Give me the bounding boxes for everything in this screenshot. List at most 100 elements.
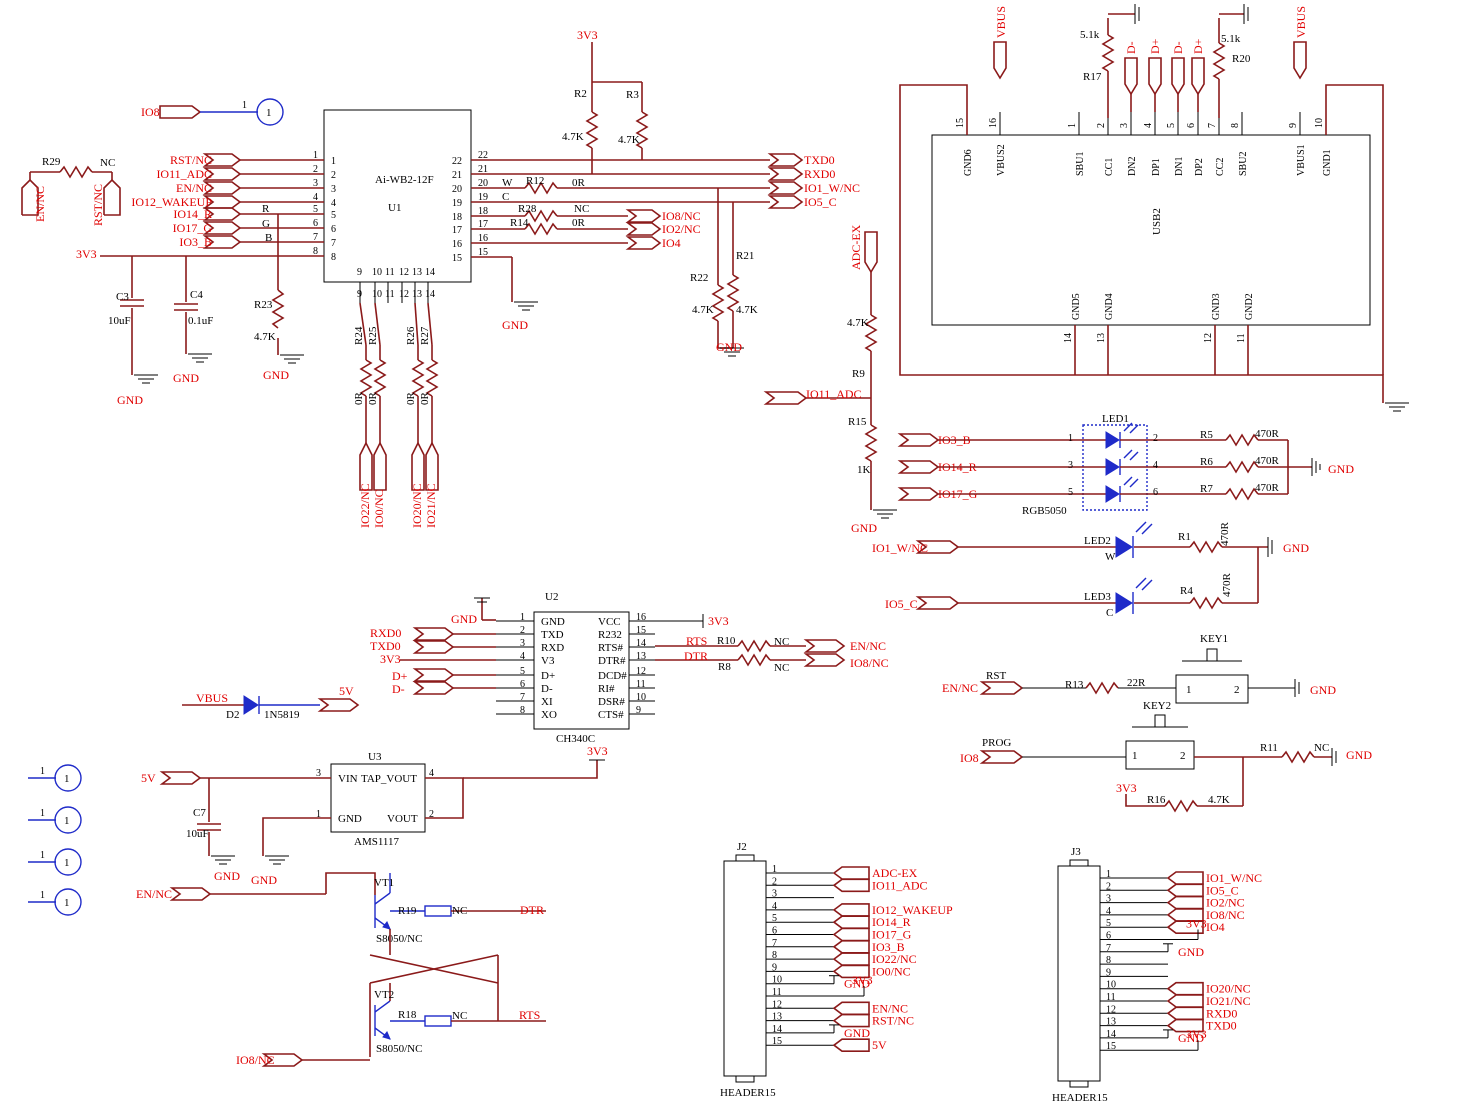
usb-pin-name: CC1 <box>1104 158 1115 176</box>
u2-pin-name: VCC <box>598 616 621 628</box>
u2-pin-num: 5 <box>520 666 525 677</box>
r14-val: 0R <box>572 217 586 229</box>
j2-ref: J2 <box>737 841 747 853</box>
header-3v3: 3V3 <box>1186 1027 1207 1041</box>
header-pin-num: 15 <box>1106 1041 1116 1052</box>
net-tag <box>202 221 242 235</box>
u1-right-net-name: IO8/NC <box>662 209 701 223</box>
vt2-ref: VT2 <box>374 989 394 1001</box>
r23-val: 4.7K <box>254 331 276 343</box>
led-res-ref: R5 <box>1200 429 1213 441</box>
u3-p3: 3 <box>316 768 321 779</box>
net-tag <box>832 927 870 942</box>
net-tag <box>1148 57 1162 96</box>
usb-data-net: D- <box>1124 41 1138 54</box>
u2-rts-label: RTS <box>686 634 707 648</box>
j2-header: J2 HEADER15 <box>720 841 776 1099</box>
header-pin-num: 3 <box>1106 894 1111 905</box>
resistor-ref: R25 <box>367 326 379 345</box>
led2-io1-label: IO1_W/NC <box>872 541 928 555</box>
u1-pin-inner: 22 <box>452 156 462 167</box>
r20-val: 5.1k <box>1221 33 1241 45</box>
r8-nc: NC <box>774 662 789 674</box>
u1-pin-num: 11 <box>385 289 395 300</box>
usb-pin-num: 10 <box>1314 118 1325 128</box>
r28-ref: R28 <box>518 203 537 215</box>
header-pin-num: 5 <box>772 913 777 924</box>
net-tag <box>1124 57 1138 96</box>
resistor-ref: R27 <box>419 326 431 345</box>
r14-ref: R14 <box>510 217 529 229</box>
u2-dm-label: D- <box>392 682 405 696</box>
header-pin-num: 5 <box>1106 918 1111 929</box>
u1-bottom-resistors: R240RIO22/NCR250RIO0/NCR260RIO20/NCR270R… <box>353 302 439 528</box>
net-tag <box>625 222 662 236</box>
resistor-val: 0R <box>353 392 365 406</box>
header-net: IO3_B <box>872 940 905 954</box>
u2-dtr-label: DTR <box>684 649 708 663</box>
header-net: IO8/NC <box>1206 908 1245 922</box>
r28-nc: NC <box>574 203 589 215</box>
net-tag <box>202 153 242 167</box>
gnd-c7: GND <box>214 869 240 883</box>
led-diode <box>1105 431 1120 449</box>
net-tag <box>1166 895 1204 910</box>
test-point <box>54 806 82 834</box>
usb-pin-num: 15 <box>955 118 966 128</box>
r16-val: 4.7K <box>1208 794 1230 806</box>
usb-data-net: D+ <box>1191 38 1205 54</box>
u1-pin-inner: 4 <box>331 198 336 209</box>
u2-pin-name: RI# <box>598 683 615 695</box>
resistor-0r <box>373 359 387 397</box>
u2-pin-name: RTS# <box>598 642 624 654</box>
u1-pin-inner: 9 <box>357 267 362 278</box>
u1-pin-num: 20 <box>478 178 488 189</box>
r22-val: 4.7K <box>692 304 714 316</box>
r13-ref: R13 <box>1065 679 1084 691</box>
u2-pin-name: D+ <box>541 670 555 682</box>
resistor-val: 0R <box>419 392 431 406</box>
usb-pin-name: SBU2 <box>1238 152 1249 176</box>
led-pin: 5 <box>1068 487 1073 498</box>
adc-ex-label: ADC-EX <box>849 224 863 270</box>
led-res-val: 470R <box>1255 482 1280 494</box>
resistor-0r <box>425 359 439 397</box>
header-pin-num: 1 <box>772 864 777 875</box>
u1-pin-inner: 2 <box>331 170 336 181</box>
u1-pin-num: 3 <box>313 178 318 189</box>
usb-pin-name: DN2 <box>1127 157 1138 176</box>
u3-ams1117: U3 VIN TAP_VOUT GND VOUT AMS1117 3 1 4 2 <box>316 751 434 848</box>
header-net: IO2/NC <box>1206 896 1245 910</box>
header-net: RXD0 <box>1206 1006 1237 1020</box>
vt1-part: S8050/NC <box>376 933 422 945</box>
u3-vin: VIN <box>338 773 358 785</box>
u1-pin-inner: 1 <box>331 156 336 167</box>
key2-io8-label: IO8 <box>960 751 979 765</box>
r23-ref: R23 <box>254 299 273 311</box>
u1-right-wiring <box>471 159 770 302</box>
net-tag <box>1166 871 1204 885</box>
header-3v3: 3V3 <box>852 973 873 987</box>
usb-pin-name: VBUS1 <box>1296 144 1307 176</box>
u1-pin-inner: 18 <box>452 212 462 223</box>
u2-pin-name: XO <box>541 709 557 721</box>
usb-pin-num: 3 <box>1119 123 1130 128</box>
u1-left-net-name: RST/NC <box>170 153 212 167</box>
usb-pin-name: GND3 <box>1211 293 1222 320</box>
net-tag <box>832 1038 870 1052</box>
r2-ref: R2 <box>574 88 587 100</box>
header-pin-num: 6 <box>1106 931 1111 942</box>
resistor-0r <box>359 359 373 397</box>
io11-adc-label: IO11_ADC <box>806 387 862 401</box>
gnd-r21: GND <box>716 340 742 354</box>
r3-ref: R3 <box>626 89 639 101</box>
usb-pin-name: SBU1 <box>1075 152 1086 176</box>
u3-name: AMS1117 <box>354 836 400 848</box>
u3-ref: U3 <box>368 751 382 763</box>
vt2-io8-label: IO8/NC <box>236 1053 275 1067</box>
r22-ref: R22 <box>690 272 708 284</box>
